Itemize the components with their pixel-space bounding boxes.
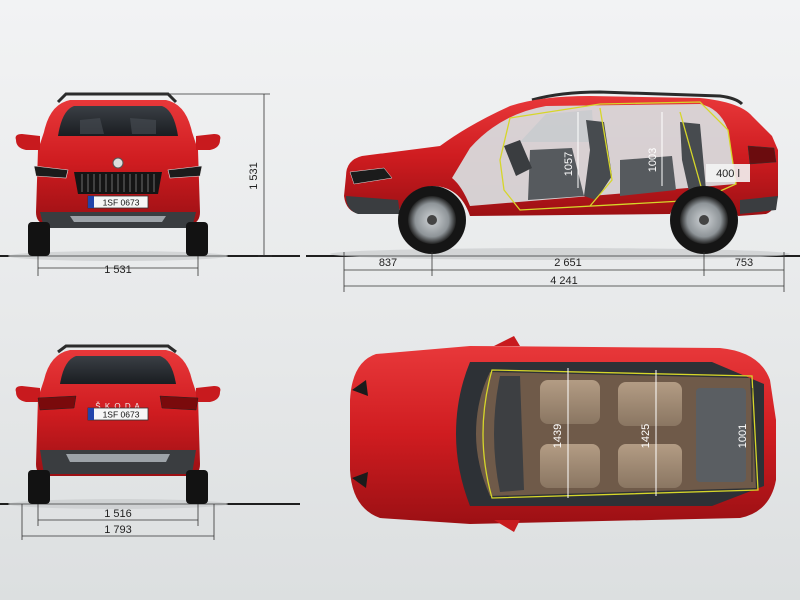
front-windshield <box>58 106 178 136</box>
rear-shoulder-label: 1425 <box>640 424 652 448</box>
brand-emblem-icon <box>112 157 124 169</box>
front-right-seat <box>540 444 600 488</box>
wheelbase-label: 2 651 <box>554 257 582 269</box>
rear-right-taillight <box>159 395 199 411</box>
front-view: 1SF 0673 1 531 1 531 <box>0 92 300 276</box>
front-overhang-label: 837 <box>379 257 397 269</box>
left-mirror <box>15 134 40 150</box>
front-plate-text: 1SF 0673 <box>103 198 140 208</box>
front-left-seat <box>540 380 600 424</box>
front-shoulder-label: 1439 <box>552 424 564 448</box>
rear-window <box>60 356 176 384</box>
rear-left-tyre <box>28 470 50 504</box>
front-seat <box>528 148 584 200</box>
rear-plate-text: 1SF 0673 <box>103 410 140 420</box>
side-view: 1057 1003 400 l 837 2 651 753 4 241 <box>306 90 800 292</box>
rear-view: Š K O D A 1SF 0673 1 516 1 793 <box>0 344 300 540</box>
rear-overhang-label: 753 <box>735 257 753 269</box>
rear-right-tyre <box>186 470 208 504</box>
front-left-tyre <box>28 222 50 256</box>
overall-length-label: 4 241 <box>550 275 578 287</box>
rear-left-seat <box>618 382 682 426</box>
boot-volume-label: 400 l <box>716 168 740 180</box>
boot-width-label: 1001 <box>737 424 749 448</box>
front-right-headlight <box>167 165 203 179</box>
overall-width-label: 1 793 <box>104 524 132 536</box>
front-track-label: 1 531 <box>104 264 132 276</box>
right-mirror <box>196 134 221 150</box>
rear-left-taillight <box>37 395 77 411</box>
rear-right-seat <box>618 444 682 488</box>
top-view: 1439 1425 1001 <box>350 336 776 532</box>
front-left-headlight <box>33 165 69 179</box>
steering-wheel <box>504 140 532 176</box>
front-height-label: 1 531 <box>248 162 260 190</box>
boot-area <box>696 388 746 482</box>
rear-brand-lettering: Š K O D A <box>95 402 140 411</box>
rear-headroom-label: 1003 <box>647 148 659 172</box>
front-right-tyre <box>186 222 208 256</box>
rear-track-label: 1 516 <box>104 508 132 520</box>
front-headroom-label: 1057 <box>563 152 575 176</box>
